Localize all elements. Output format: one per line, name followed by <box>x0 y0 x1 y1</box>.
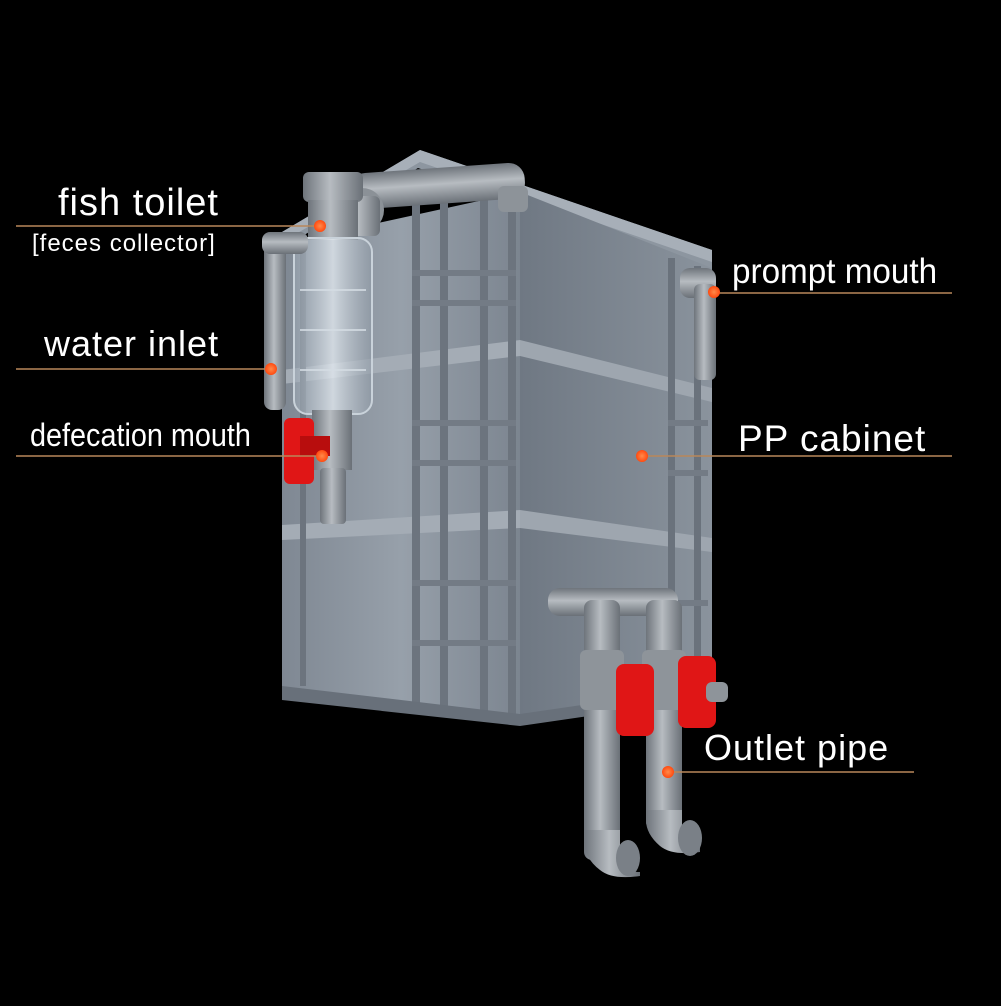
water-inlet-label: water inlet <box>44 323 220 364</box>
prompt-mouth-marker <box>708 286 720 298</box>
outlet-valve-left <box>616 664 654 736</box>
feces-collector-label: [feces collector] <box>32 230 216 257</box>
outlet-pipe-marker <box>662 766 674 778</box>
outlet-pipe-label: Outlet pipe <box>704 727 890 768</box>
prompt-mouth-pipe <box>680 268 716 380</box>
leader-lines <box>16 225 952 773</box>
pp-cabinet-label: PP cabinet <box>738 418 927 459</box>
outlet-valve-right <box>678 656 716 728</box>
outlet-pipes <box>548 588 728 878</box>
fish-toilet-marker <box>314 220 326 232</box>
defecation-mouth-label: defecation mouth <box>30 417 251 453</box>
fish-toilet-label: fish toilet <box>58 182 219 224</box>
defecation-mouth-marker <box>316 450 328 462</box>
pp-cabinet-marker <box>636 450 648 462</box>
fish-toilet-canister <box>293 172 373 524</box>
water-inlet-marker <box>265 363 277 375</box>
prompt-mouth-label: prompt mouth <box>732 252 938 291</box>
